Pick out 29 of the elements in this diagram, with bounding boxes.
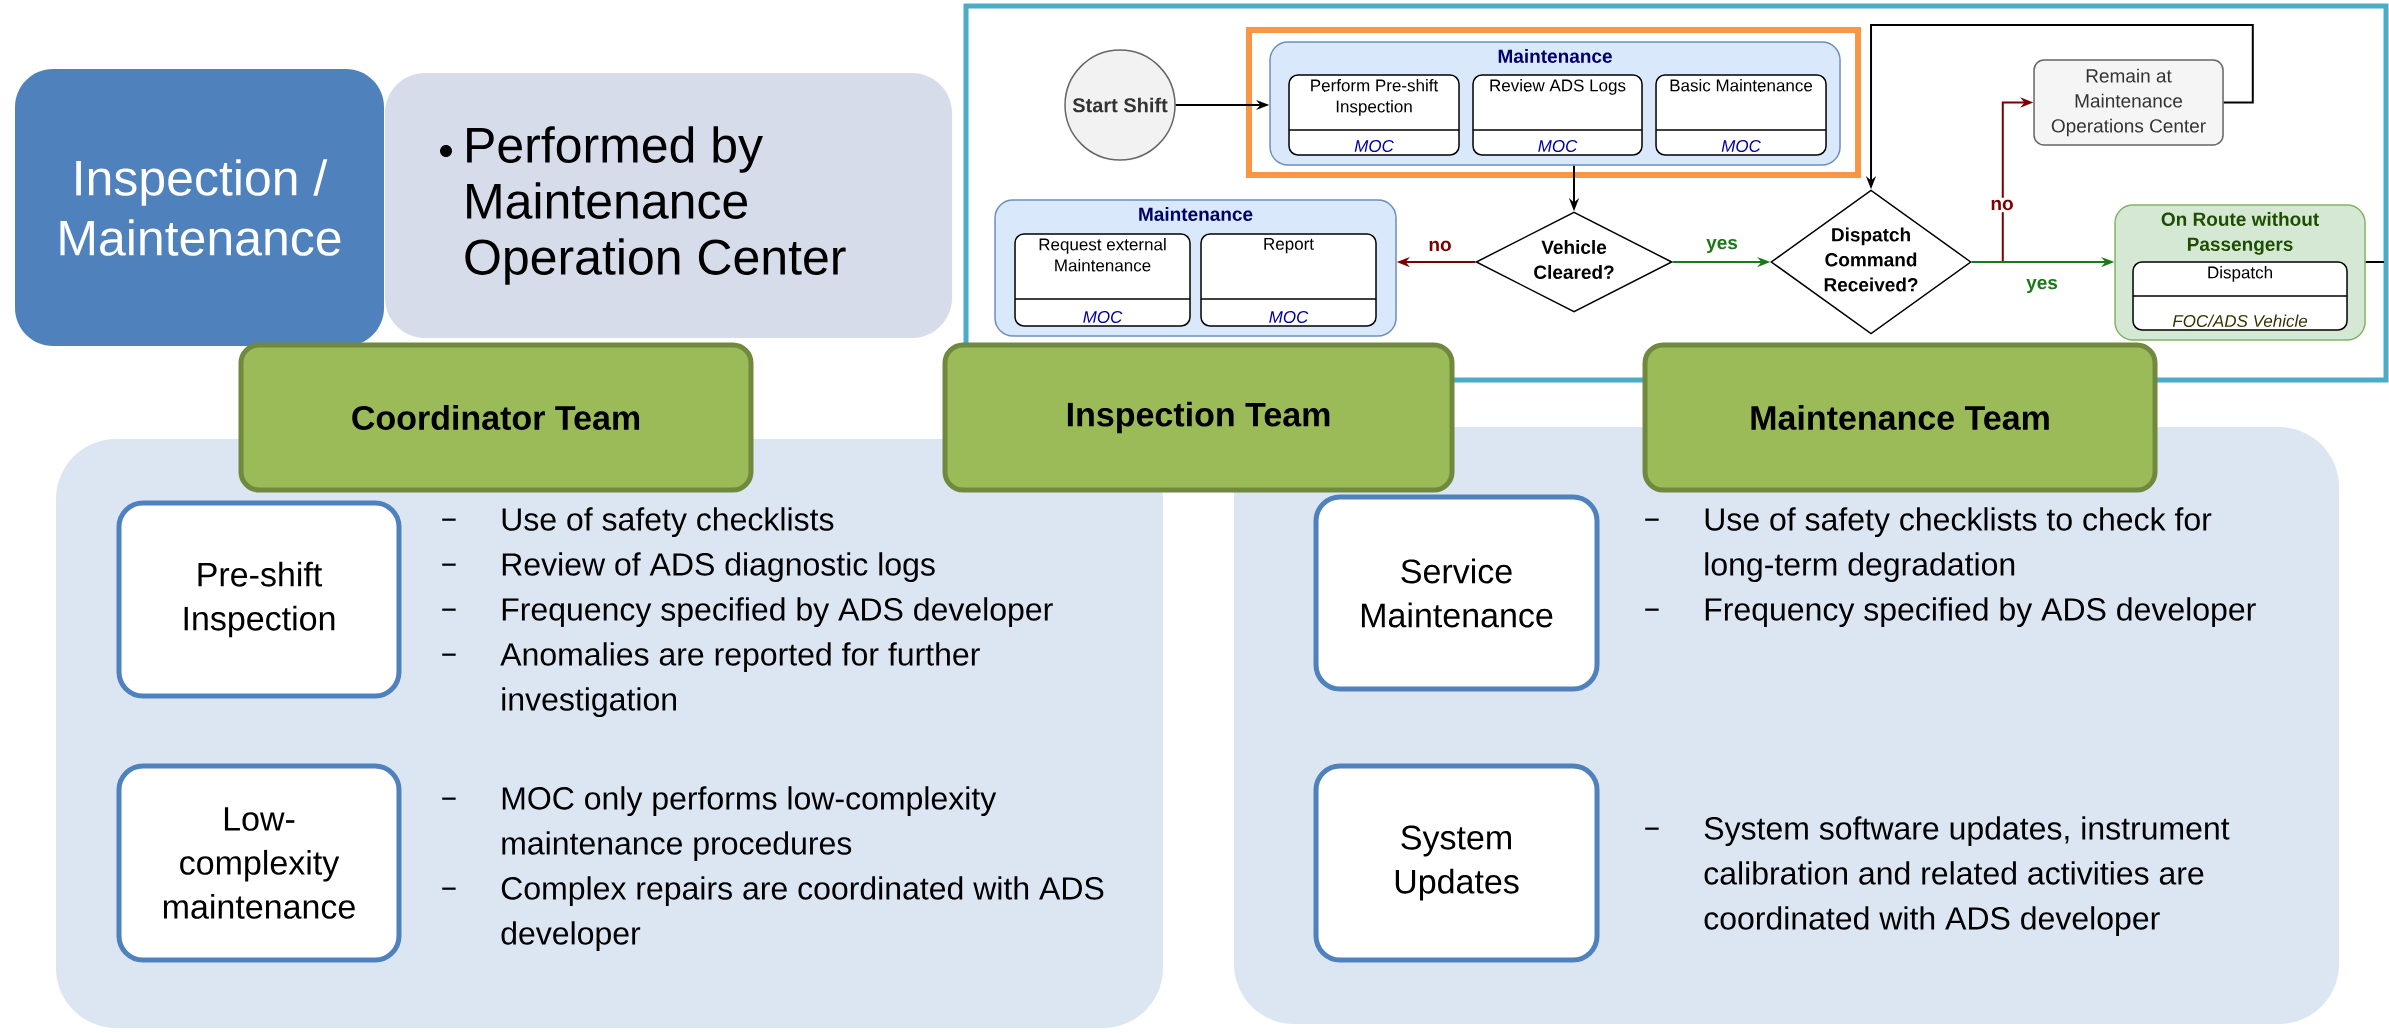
bullet-list: System software updates, instrument calibration and related activities are coordinated with ADS developer [1645,816,2230,937]
bullet-list: Use of safety checklists Review of ADS diagnostic logs Frequency specified by ADS developer Anomalies are reported for further investigation [442,507,1053,718]
title-tile: Inspection / Maintenance [15,69,384,346]
team-header: Inspection Team [942,342,1455,493]
process-box: Report MOC [1200,233,1377,327]
connector-line [2364,261,2386,263]
edge-label: yes [2024,276,2060,296]
process-box: Remain at Maintenance Operations Center [2033,59,2224,146]
text-panel: Performed by Maintenance Operation Center [385,73,952,338]
edge-label: no [1426,238,1454,254]
bullet-list: MOC only performs low-complexity maintenance procedures Complex repairs are coordinated with ADS developer [442,786,1104,952]
card: Service Maintenance [1313,494,1600,692]
edge-label: no [1988,197,2016,213]
node-label: Use of safety checklists [502,507,834,538]
card: Pre-shift Inspection [116,500,402,699]
process-box: Dispatch FOC/ADS Vehicle [2132,261,2348,331]
node-label: Review of ADS diagnostic logs [502,552,935,583]
card: System Updates [1313,763,1600,963]
node-label: Anomalies are reported for further investigation [500,642,980,718]
team-header: Maintenance Team [1642,342,2158,493]
process-box: Review ADS Logs MOC [1472,74,1643,156]
team-header: Coordinator Team [238,342,754,493]
process-box: Basic Maintenance MOC [1655,74,1827,156]
edge-label: yes [1704,236,1740,256]
card: Low-complexity maintenance [116,763,402,963]
process-box: Request external Maintenance MOC [1014,233,1191,327]
bullet-list: Use of safety checklists to check for long-term degradation Frequency specified by ADS developer [1645,507,2256,628]
process-box: Perform Pre-shift Inspection MOC [1288,74,1460,156]
node-label: Frequency specified by ADS developer [502,597,1053,628]
